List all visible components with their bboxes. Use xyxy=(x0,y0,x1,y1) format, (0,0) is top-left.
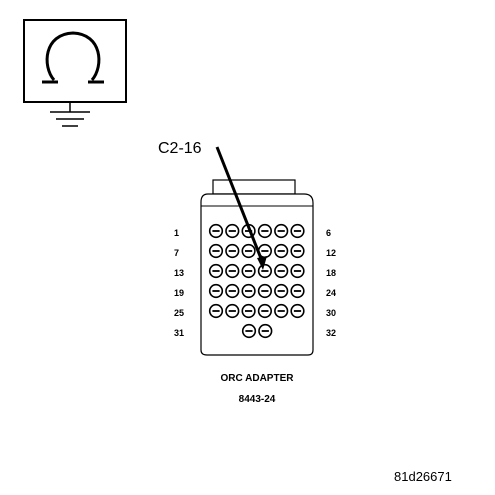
row-labels-right: 6 12 18 24 30 32 xyxy=(326,228,336,338)
row-label-left: 13 xyxy=(174,268,184,278)
pin-cavity xyxy=(257,283,273,299)
pin-cavity xyxy=(257,303,273,319)
pin-cavity xyxy=(225,223,240,239)
pin-cavity xyxy=(274,243,289,259)
pin-cavity xyxy=(208,303,224,319)
row-label-left: 25 xyxy=(174,308,184,318)
row-label-left: 7 xyxy=(174,248,179,258)
pin-cavity xyxy=(208,223,224,239)
pin-cavity xyxy=(274,283,289,299)
row-label-right: 24 xyxy=(326,288,336,298)
adapter-name: ORC ADAPTER xyxy=(221,373,295,384)
row-label-right: 30 xyxy=(326,308,336,318)
pin-cavity xyxy=(257,223,273,239)
pin-cavity xyxy=(290,243,305,259)
pin-cavity xyxy=(208,263,224,279)
pin-cavity xyxy=(208,283,224,299)
pin-cavity xyxy=(290,283,305,299)
ohmmeter-icon xyxy=(23,19,127,103)
pin-cavity xyxy=(225,243,240,259)
row-label-right: 12 xyxy=(326,248,336,258)
row-label-right: 6 xyxy=(326,228,331,238)
pin-cavity xyxy=(241,323,257,339)
pin-grid xyxy=(208,223,305,339)
pin-cavity xyxy=(225,283,240,299)
pin-cavity xyxy=(290,303,305,319)
row-labels-left: 1 7 13 19 25 31 xyxy=(174,228,184,338)
row-label-left: 31 xyxy=(174,328,184,338)
pin-cavity xyxy=(241,263,256,279)
callout-leader xyxy=(215,146,267,270)
pin-cavity xyxy=(274,263,289,279)
row-label-left: 19 xyxy=(174,288,184,298)
row-label-right: 32 xyxy=(326,328,336,338)
pin-cavity xyxy=(241,243,256,259)
pin-cavity xyxy=(290,223,305,239)
row-label-left: 1 xyxy=(174,228,179,238)
pin-cavity xyxy=(225,303,240,319)
pin-cavity xyxy=(241,283,256,299)
ground-icon xyxy=(50,102,90,127)
pin-cavity xyxy=(290,263,305,279)
pin-cavity xyxy=(225,263,240,279)
pin-cavity xyxy=(274,303,289,319)
adapter-part-number: 8443-24 xyxy=(239,394,276,405)
pin-cavity xyxy=(258,323,273,339)
pin-cavity-highlighted xyxy=(257,263,273,279)
pin-cavity xyxy=(241,303,256,319)
pin-cavity xyxy=(208,243,224,259)
pin-cavity xyxy=(274,223,289,239)
figure-id: 81d26671 xyxy=(394,469,452,484)
callout-label: C2-16 xyxy=(158,140,202,157)
row-label-right: 18 xyxy=(326,268,336,278)
